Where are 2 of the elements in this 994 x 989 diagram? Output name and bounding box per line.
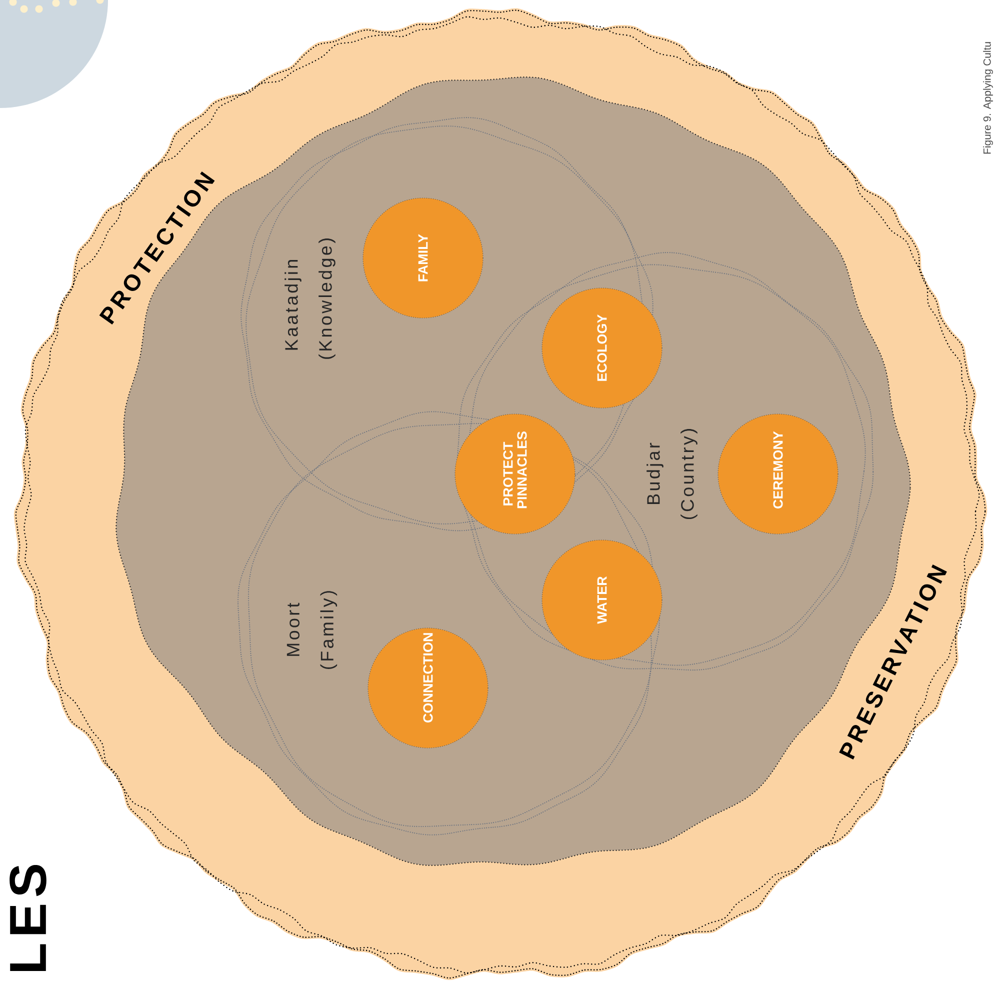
heading-text: LES xyxy=(10,865,46,971)
figure-caption: Figure 9. Applying Cultu xyxy=(983,42,993,154)
